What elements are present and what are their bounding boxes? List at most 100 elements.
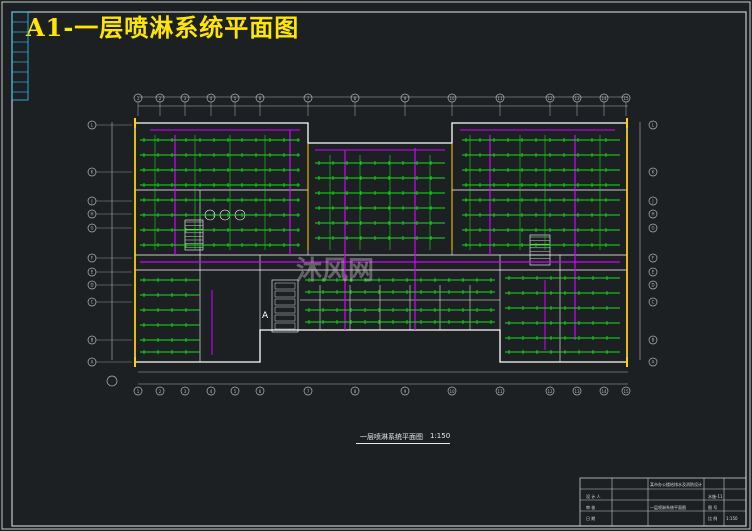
- axis-label-top: 9: [404, 96, 407, 101]
- axis-bubble-bottom: [400, 386, 410, 396]
- axis-label-top: 11: [497, 96, 503, 101]
- elevator-cell: [274, 306, 296, 314]
- drawing-title: A1-一层喷淋系统平面图: [26, 13, 300, 42]
- axis-bubble-bottom: [599, 386, 609, 396]
- title-block-label-designer: 设 计 人: [586, 494, 601, 499]
- axis-label-left: L: [91, 123, 94, 128]
- axis-label-bottom: 8: [354, 389, 357, 394]
- axis-bubble-right: [648, 209, 658, 219]
- elevator-cell: [274, 282, 296, 290]
- axis-bubble-bottom: [621, 386, 631, 396]
- axis-bubble-bottom: [303, 386, 313, 396]
- axis-bubble-bottom: [180, 386, 190, 396]
- axis-label-right: L: [652, 123, 655, 128]
- axis-bubble-right: [648, 357, 658, 367]
- axis-bubble-right: [648, 223, 658, 233]
- axis-label-top: 4: [210, 96, 213, 101]
- axis-bubble-bottom: [545, 386, 555, 396]
- axis-label-right: A: [652, 360, 655, 365]
- axis-label-right: H: [651, 212, 654, 217]
- caption-underline: [356, 443, 450, 444]
- axis-bubble-bottom: [255, 386, 265, 396]
- stair: [529, 234, 551, 266]
- axis-label-left: B: [91, 338, 94, 343]
- building-outline: [134, 122, 628, 363]
- stair: [184, 219, 204, 251]
- title-block-label-scale: 比 例: [708, 516, 718, 521]
- axis-label-bottom: 15: [623, 389, 629, 394]
- axis-bubble-bottom: [495, 386, 505, 396]
- axis-label-right: G: [651, 226, 654, 231]
- axis-label-bottom: 13: [574, 389, 580, 394]
- title-block-sheet-code: 水施-11: [708, 494, 723, 499]
- axis-label-top: 14: [601, 96, 607, 101]
- title-block-label-date: 日 期: [586, 516, 596, 521]
- axis-label-bottom: 4: [210, 389, 213, 394]
- axis-bubble-bottom: [155, 386, 165, 396]
- elevator-cell: [274, 314, 296, 322]
- plan-scale: 1:150: [430, 432, 451, 440]
- title-block-drawing-name: 一层喷淋系统平面图: [650, 505, 686, 510]
- axis-label-top: 8: [354, 96, 357, 101]
- axis-label-right: F: [652, 256, 655, 261]
- axis-label-left: F: [91, 256, 94, 261]
- axis-label-left: C: [91, 300, 94, 305]
- axis-label-right: C: [652, 300, 655, 305]
- axis-label-right: J: [651, 199, 653, 204]
- axis-bubble-right: [648, 120, 658, 130]
- axis-label-bottom: 9: [404, 389, 407, 394]
- axis-label-bottom: 10: [449, 389, 455, 394]
- elevator-cell: [274, 298, 296, 306]
- axis-label-top: 13: [574, 96, 580, 101]
- axis-label-left: G: [90, 226, 93, 231]
- axis-label-right: K: [652, 170, 655, 175]
- title-block: [579, 477, 747, 527]
- axis-bubble-bottom: [572, 386, 582, 396]
- north-arrow: [106, 375, 118, 387]
- axis-label-top: 6: [259, 96, 262, 101]
- axis-bubble-bottom: [350, 386, 360, 396]
- axis-bubble-right: [648, 253, 658, 263]
- title-block-label-review: 审 核: [586, 505, 596, 510]
- axis-label-top: 3: [184, 96, 187, 101]
- title-block-label-number: 图 号: [708, 505, 718, 510]
- axis-bubble-right: [648, 196, 658, 206]
- axis-label-top: 7: [307, 96, 310, 101]
- axis-label-left: K: [91, 170, 94, 175]
- elevator-core: [271, 279, 299, 333]
- axis-bubble-right: [648, 297, 658, 307]
- axis-bubble-bottom: [230, 386, 240, 396]
- axis-label-top: 1: [137, 96, 140, 101]
- axis-bubble-bottom: [447, 386, 457, 396]
- axis-label-left: E: [91, 270, 94, 275]
- title-block-project: 某市办公楼给排水及消防设计: [650, 482, 702, 487]
- room-label-a: A: [262, 311, 269, 321]
- axis-label-right: B: [652, 338, 655, 343]
- axis-label-left: A: [91, 360, 94, 365]
- axis-label-top: 15: [623, 96, 629, 101]
- axis-label-left: H: [90, 212, 93, 217]
- axis-bubble-bottom: [133, 386, 143, 396]
- axis-label-bottom: 14: [601, 389, 607, 394]
- axis-bubble-right: [648, 280, 658, 290]
- elevator-cell: [274, 290, 296, 298]
- axis-label-bottom: 1: [137, 389, 140, 394]
- axis-label-bottom: 12: [547, 389, 553, 394]
- axis-bubble-right: [648, 167, 658, 177]
- axis-label-bottom: 6: [259, 389, 262, 394]
- axis-label-left: J: [90, 199, 92, 204]
- plan-caption: 一层喷淋系统平面图: [360, 433, 423, 441]
- axis-label-top: 5: [234, 96, 237, 101]
- axis-label-top: 2: [159, 96, 162, 101]
- axis-label-left: D: [90, 283, 93, 288]
- axis-label-top: 10: [449, 96, 455, 101]
- axis-label-top: 12: [547, 96, 553, 101]
- axis-label-bottom: 7: [307, 389, 310, 394]
- axis-label-bottom: 2: [159, 389, 162, 394]
- axis-bubble-right: [648, 267, 658, 277]
- axis-label-right: E: [652, 270, 655, 275]
- binding-strip: [11, 11, 29, 101]
